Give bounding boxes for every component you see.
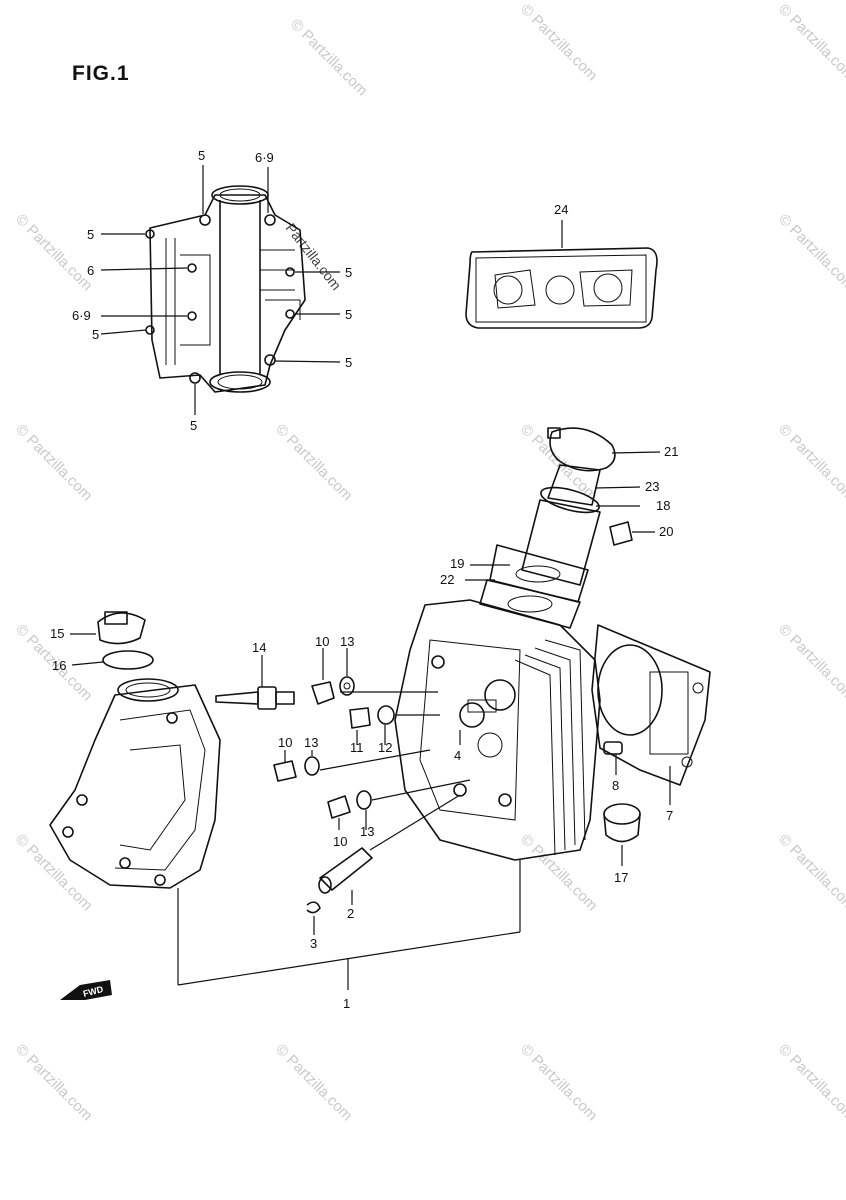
front-arrow-icon: FWD [60,980,112,1000]
callout: 18 [656,498,670,513]
gasket-set-24 [465,220,658,329]
callout: 5 [345,355,352,370]
callout: 14 [252,640,266,655]
callout: 1 [343,996,350,1011]
callout: 8 [612,778,619,793]
callout: 4 [454,748,461,763]
callout: 17 [614,870,628,885]
callout: 10 [278,735,292,750]
assembly-bracket [177,860,521,990]
callout: 5 [198,148,205,163]
callout: 19 [450,556,464,571]
leader-lines-top-view [100,165,341,415]
callout: 21 [664,444,678,459]
watermark: © Partzilla.com [517,1,600,84]
watermark: © Partzilla.com [287,16,370,99]
intake-assembly [465,427,661,629]
callout-labels: 5 6·9 5 6 6·9 5 5 5 5 5 24 21 23 18 20 1… [50,148,678,1011]
callout: 20 [659,524,673,539]
callout: 5 [190,418,197,433]
head-gasket [591,624,711,805]
callout: 2 [347,906,354,921]
callout: 6·9 [72,308,91,323]
callout: 5 [92,327,99,342]
callout: 23 [645,479,659,494]
callout: 6 [87,263,94,278]
callout: 11 [350,740,364,755]
watermark-overlay: Partzilla.com [283,220,345,293]
watermark: © Partzilla.com [12,211,95,294]
callout: 3 [310,936,317,951]
watermark-layer: © Partzilla.com © Partzilla.com © Partzi… [12,1,846,1124]
watermark: © Partzilla.com [775,621,846,704]
watermark: © Partzilla.com [12,1041,95,1124]
watermark: © Partzilla.com [12,421,95,504]
watermark: © Partzilla.com [272,1041,355,1124]
watermark: © Partzilla.com [517,831,600,914]
callout: 6·9 [255,150,274,165]
cylinder-head [394,599,601,861]
callout: 5 [345,265,352,280]
watermark: © Partzilla.com [775,421,846,504]
watermark: © Partzilla.com [775,831,846,914]
plug-17 [603,803,641,866]
callout: 24 [554,202,568,217]
watermark: © Partzilla.com [12,831,95,914]
callout: 7 [666,808,673,823]
spark-plug [215,655,295,710]
watermark: © Partzilla.com [272,421,355,504]
callout: 5 [87,227,94,242]
head-cover [49,611,221,889]
callout: 13 [360,824,374,839]
watermark: © Partzilla.com [775,1,846,84]
callout: 13 [304,735,318,750]
callout: 5 [345,307,352,322]
callout: 10 [315,634,329,649]
fasteners [273,648,471,830]
watermark: © Partzilla.com [517,421,600,504]
callout: 12 [378,740,392,755]
callout: 10 [333,834,347,849]
cylinder-head-top-view [145,185,306,393]
watermark: © Partzilla.com [775,211,846,294]
valve-guide [306,730,461,935]
callout: 16 [52,658,66,673]
callout: 22 [440,572,454,587]
watermark: © Partzilla.com [775,1041,846,1124]
figure-title: FIG.1 [72,62,130,85]
watermark: © Partzilla.com [517,1041,600,1124]
callout: 13 [340,634,354,649]
callout: 15 [50,626,64,641]
